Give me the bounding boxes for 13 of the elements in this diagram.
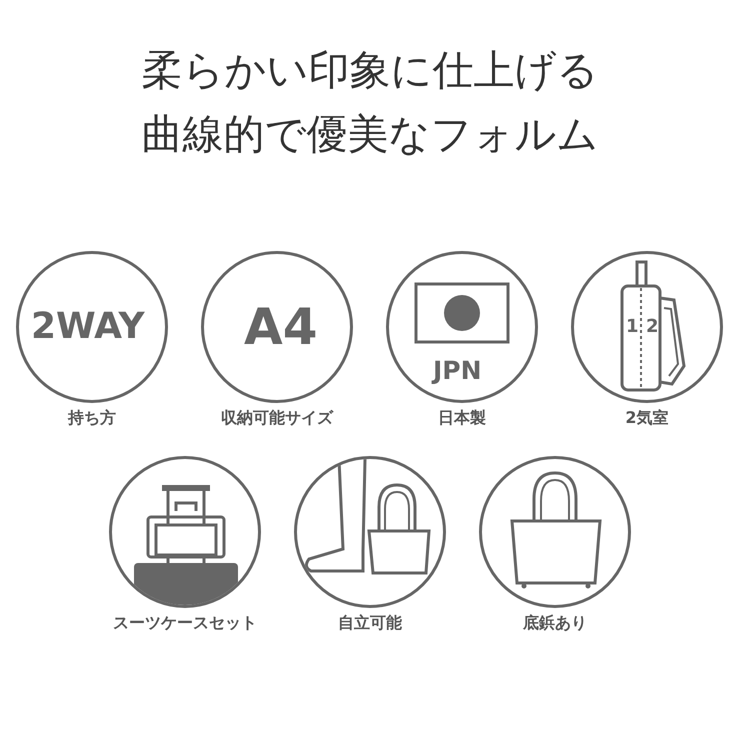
feature-label: A4 — [244, 302, 318, 352]
feature-caption: 日本製 — [437, 408, 487, 429]
feature-caption: 2気室 — [624, 408, 670, 429]
feature-label: JPN — [433, 358, 482, 383]
feature-caption: 持ち方 — [66, 408, 117, 429]
heading: 柔らかい印象に仕上げる曲線的で優美なフォルム — [140, 45, 600, 160]
feature-caption: 自立可能 — [337, 613, 403, 634]
compartment-number: 1 — [626, 318, 639, 336]
compartment-number: 2 — [646, 318, 659, 336]
feature-caption: 収納可能サイズ — [220, 408, 334, 429]
feature-caption: スーツケースセット — [112, 613, 258, 634]
feature-label: 2WAY — [31, 309, 145, 345]
feature-caption: 底鋲あり — [522, 613, 588, 634]
